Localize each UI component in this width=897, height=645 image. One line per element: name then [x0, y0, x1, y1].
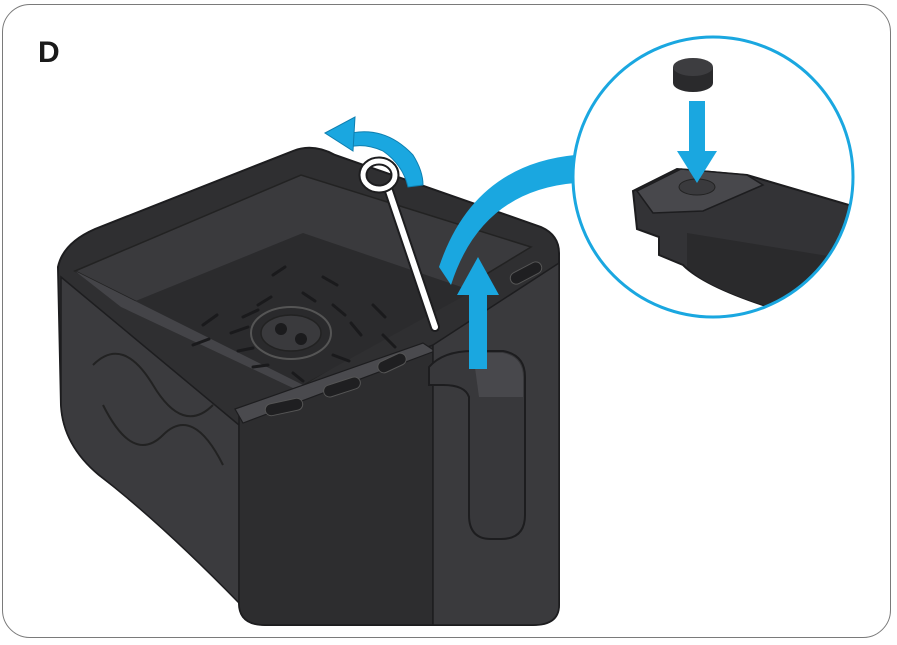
rotate-arrow-icon — [324, 116, 424, 188]
instruction-panel: D — [2, 4, 891, 638]
zoom-detail — [571, 35, 855, 319]
up-arrow-icon — [457, 257, 499, 369]
zoom-connector — [439, 155, 575, 285]
step-label: D — [38, 36, 60, 69]
illustration — [56, 35, 855, 626]
air-fryer-basket — [56, 146, 560, 626]
cord-hook — [358, 156, 440, 332]
down-arrow-icon — [677, 101, 717, 183]
cap-icon — [673, 58, 713, 92]
